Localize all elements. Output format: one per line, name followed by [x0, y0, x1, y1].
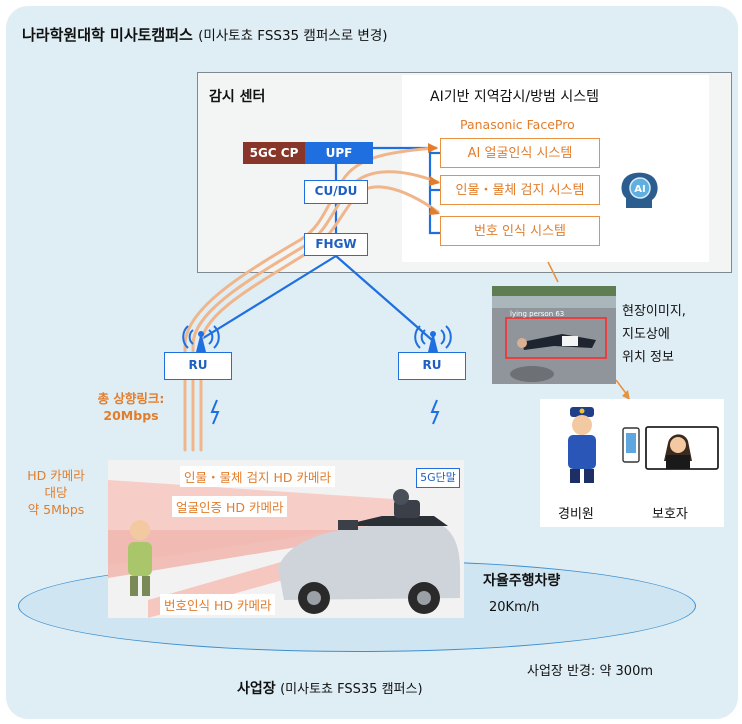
wireless-signal-icon-left: [210, 399, 220, 425]
scene-image: lying person 63: [492, 286, 616, 384]
ai-face-recognition-system: AI 얼굴인식 시스템: [440, 138, 600, 168]
notification-receivers-card: 경비원 보호자: [540, 399, 724, 527]
ai-object-detection-system: 인물・물체 검지 시스템: [440, 175, 600, 205]
camera-label-person-object: 인물・물체 검지 HD 카메라: [180, 466, 335, 487]
site-label-sub: (미사토쵸 FSS35 캠퍼스): [280, 682, 423, 697]
scene-desc-line3: 위치 정보: [622, 350, 674, 365]
core-5gc-cp: 5GC CP: [243, 142, 305, 164]
scene-desc-line2: 지도상에: [622, 327, 670, 342]
per-camera-line2: 대당: [44, 485, 68, 500]
title-main: 나라학원대학 미사토캠퍼스: [22, 26, 193, 44]
ai-icon-text: AI: [634, 184, 645, 195]
monitoring-center-label: 감시 센터: [209, 89, 266, 105]
wireless-signal-icon-right: [430, 399, 440, 425]
per-camera-annotation: HD 카메라 대당 약 5Mbps: [14, 467, 98, 518]
title-subtitle: (미사토쵸 FSS35 캠퍼스로 변경): [198, 28, 388, 44]
ai-plate-recognition-system: 번호 인식 시스템: [440, 216, 600, 246]
vehicle-photo: [108, 460, 464, 618]
cu-du-box: CU/DU: [304, 180, 368, 204]
camera-label-face: 얼굴인증 HD 카메라: [172, 496, 288, 517]
uplink-rate-value: 20Mbps: [103, 408, 159, 423]
scene-illustration: lying person 63: [492, 286, 616, 384]
antenna-icon-right: [414, 325, 452, 352]
scene-desc-line1: 현장이미지,: [622, 304, 686, 319]
vehicle-speed: 20Km/h: [489, 600, 540, 615]
guardian-label: 보호자: [652, 507, 688, 522]
guard-label: 경비원: [558, 507, 594, 522]
per-camera-line1: HD 카메라: [27, 468, 85, 483]
terminal-5g-box: 5G단말: [416, 468, 460, 488]
guardian-phone-illustration: [622, 426, 719, 470]
camera-label-plate: 번호인식 HD 카메라: [160, 594, 276, 615]
site-label: 사업장 (미사토쵸 FSS35 캠퍼스): [237, 678, 423, 698]
scene-overlay-label: lying person 63: [510, 310, 564, 318]
site-radius-label: 사업장 반경: 약 300m: [527, 664, 654, 679]
vendor-label: Panasonic FacePro: [460, 117, 575, 132]
upf-box: UPF: [305, 142, 373, 164]
security-guard-illustration: [568, 407, 596, 483]
ru-box-right: RU: [398, 352, 466, 380]
page-title: 나라학원대학 미사토캠퍼스 (미사토쵸 FSS35 캠퍼스로 변경): [22, 24, 388, 45]
ai-head-icon: AI: [621, 172, 658, 208]
ru-box-left: RU: [164, 352, 232, 380]
fhgw-box: FHGW: [304, 233, 368, 256]
uplink-total-label: 총 상향링크:: [97, 391, 165, 406]
autonomous-vehicle-label: 자율주행차량: [483, 573, 561, 589]
ai-system-title: AI기반 지역감시/방범 시스템: [430, 89, 600, 105]
uplink-annotation: 총 상향링크: 20Mbps: [86, 390, 176, 424]
per-camera-line3: 약 5Mbps: [27, 502, 85, 517]
antenna-icon-left: [182, 325, 220, 352]
scene-description: 현장이미지, 지도상에 위치 정보: [622, 300, 710, 369]
site-label-main: 사업장: [237, 681, 276, 697]
vehicle-scene-illustration: [108, 460, 464, 618]
